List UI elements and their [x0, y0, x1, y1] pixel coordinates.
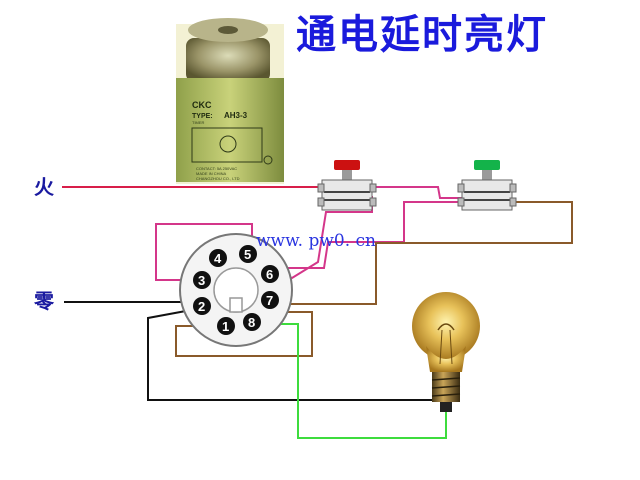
- pin-8-label: 8: [248, 315, 255, 330]
- pink-wire-loop-pin3: [155, 223, 253, 281]
- relay-small-line-3: CHANGZHOU CO., LTD: [196, 176, 240, 181]
- relay-type-prefix: TYPE:: [192, 113, 213, 120]
- watermark-text: www. pw0. cn: [256, 231, 376, 251]
- pin-4: 4: [209, 249, 227, 267]
- green-wire-pin8-to-lamp: [256, 323, 447, 439]
- switch-red: [317, 160, 377, 211]
- pin-2-label: 2: [198, 299, 205, 314]
- pin-4-label: 4: [214, 251, 222, 266]
- pin-3: 3: [193, 271, 211, 289]
- red-button: [334, 160, 360, 170]
- pin-6-label: 6: [266, 267, 273, 282]
- relay-model: AH3-3: [224, 111, 248, 120]
- socket-key: [229, 297, 243, 313]
- pin-3-label: 3: [198, 273, 205, 288]
- bulb-tip: [440, 402, 452, 412]
- bulb-glass: [412, 292, 480, 360]
- neutral-label: 零: [33, 289, 55, 313]
- brown-wire-loop: [175, 311, 313, 357]
- pin-8: 8: [243, 313, 261, 331]
- octal-socket: 1 2 3 4 5 6 7 8: [179, 233, 293, 347]
- brown-wire-switch-to-pin7: [280, 201, 573, 305]
- relay-small-line-1: CONTACT: 5A 250VAC: [196, 166, 237, 171]
- live-label: 火: [34, 175, 55, 199]
- pin-2: 2: [193, 297, 211, 315]
- pin-1: 1: [217, 317, 235, 335]
- relay-sub: TIMER: [192, 120, 205, 125]
- green-button: [474, 160, 500, 170]
- live-jumper-wire: [372, 186, 462, 199]
- relay-knob: [186, 38, 270, 82]
- pin-7: 7: [261, 291, 279, 309]
- light-bulb: [412, 292, 480, 412]
- switch-green: [457, 160, 517, 211]
- pin-5: 5: [239, 245, 257, 263]
- diagram-title: 通电延时亮灯: [296, 12, 548, 58]
- pin-5-label: 5: [244, 247, 251, 262]
- pink-wire-switch-to-pin6: [278, 201, 462, 269]
- relay-small-line-2: MADE IN CHINA: [196, 171, 227, 176]
- pin-6: 6: [261, 265, 279, 283]
- relay-brand: CKC: [192, 100, 212, 110]
- time-relay-image: CKC TYPE: AH3-3 TIMER CONTACT: 5A 250VAC…: [176, 18, 284, 184]
- pin-7-label: 7: [266, 293, 273, 308]
- neutral-wire-to-lamp: [147, 307, 436, 401]
- relay-body: [176, 78, 284, 182]
- pin-1-label: 1: [222, 319, 229, 334]
